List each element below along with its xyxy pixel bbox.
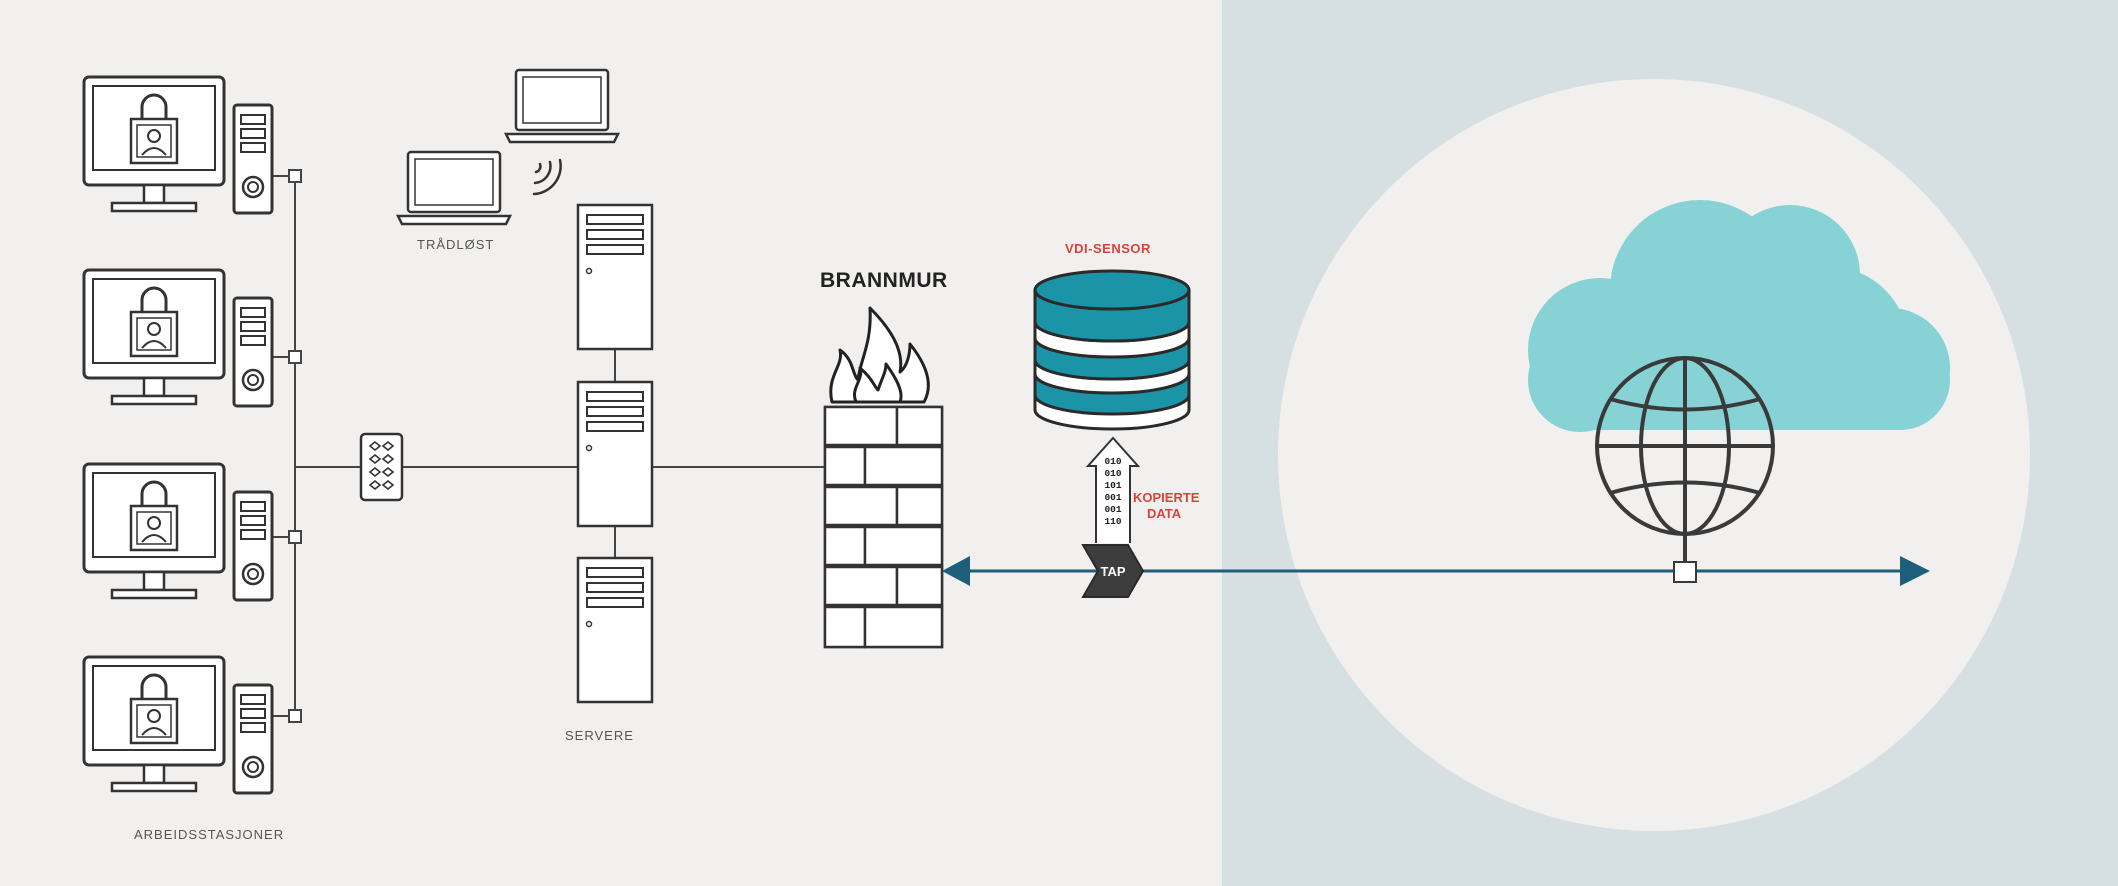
binary-row-3: 101 [1104,480,1121,491]
server-icon-middle [576,380,654,528]
tap-icon [1081,544,1145,598]
switch-icon [359,432,404,502]
laptop-icon-upper [504,68,620,144]
workstations-label: ARBEIDSSTASJONER [134,827,284,842]
flame-icon [829,306,930,404]
copied-data-arrow: 010 010 101 001 001 110 [1085,436,1141,543]
binary-row-6: 110 [1104,516,1121,527]
firewall-label: BRANNMUR [820,269,948,292]
database-icon [1033,269,1191,431]
binary-row-4: 001 [1104,492,1121,503]
binary-row-2: 010 [1104,468,1121,479]
firewall-icon [823,405,944,649]
binary-row-1: 010 [1104,456,1121,467]
servers-label: SERVERE [565,728,634,743]
globe-port [1673,561,1697,583]
tap-label: TAP [1100,564,1125,579]
globe-icon [1595,356,1775,562]
server-icon-bottom [576,556,654,704]
wireless-label: TRÅDLØST [417,237,494,252]
bus-ports [288,169,302,723]
wifi-icon [532,158,562,196]
binary-row-5: 001 [1104,504,1121,515]
copied-data-label-line1: KOPIERTE [1133,490,1200,505]
internet-zone-circle [1278,79,2030,831]
copied-data-label-line2: DATA [1147,506,1182,521]
laptop-icon-lower [396,150,512,226]
sensor-label: VDI-SENSOR [1065,241,1151,256]
server-icon-top [576,203,654,351]
